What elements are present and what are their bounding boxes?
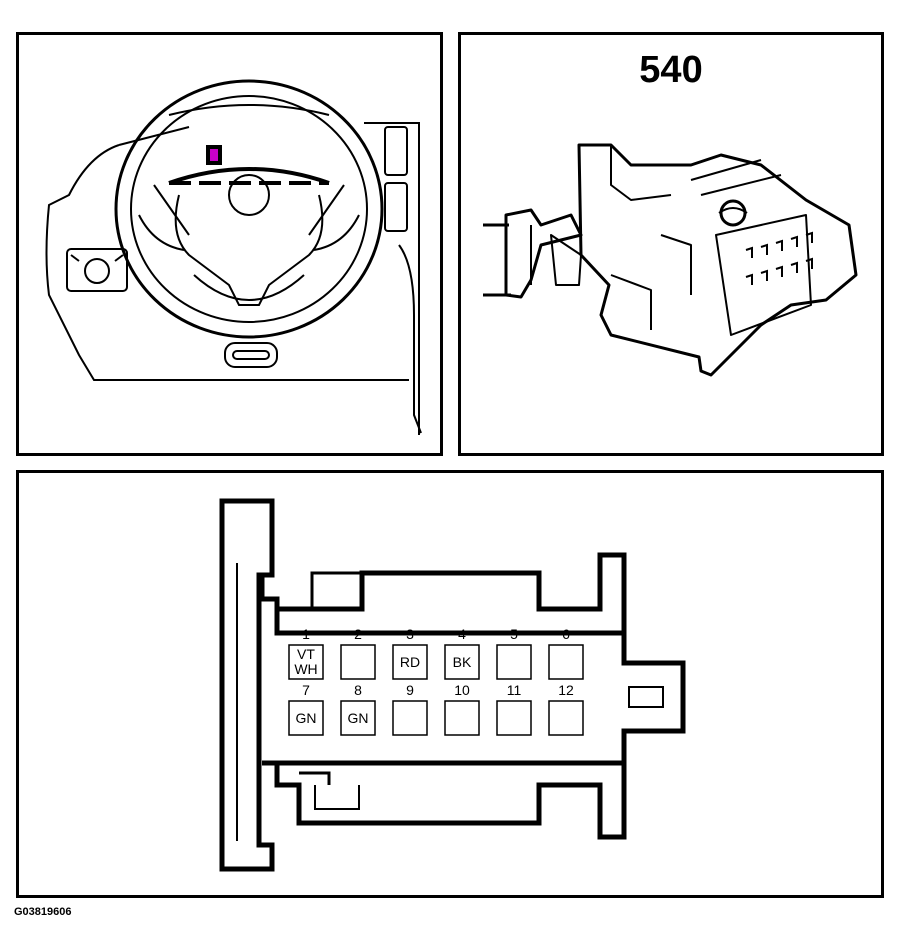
pin-box [288,700,324,736]
connector-number: 540 [639,49,703,91]
dashboard-illustration [45,79,422,435]
pin-cavity-3: 3RD [392,626,428,680]
pin-number: 11 [507,682,522,698]
pin-box [340,700,376,736]
pin-number: 10 [454,682,470,698]
pin-box [548,700,584,736]
pin-box [392,644,428,680]
pin-cavity-8: 8GN [340,682,376,736]
pin-cavity-11: 11 [496,682,532,736]
pin-wire-color: GN [296,710,317,726]
pin-number: 8 [354,682,362,698]
pin-box [496,644,532,680]
pin-box [444,644,480,680]
pin-box [548,644,584,680]
component-highlight [210,149,218,161]
location-view-panel [16,32,443,456]
pin-wire-color: WH [294,661,317,677]
pin-box [496,700,532,736]
figure-id: G03819606 [14,906,72,918]
pin-cavity-5: 5 [496,626,532,680]
connector-view-panel: 540 [458,32,884,456]
connector-illustration [483,143,858,377]
pin-number: 12 [558,682,574,698]
pin-cavity-12: 12 [548,682,584,736]
pin-wire-color: GN [348,710,369,726]
pin-box [392,700,428,736]
pin-number: 4 [458,626,466,642]
pin-number: 6 [562,626,570,642]
pin-cavity-9: 9 [392,682,428,736]
pin-box [288,644,324,680]
pin-cavity-4: 4BK [444,626,480,680]
pin-wire-color: RD [400,654,420,670]
pin-number: 7 [302,682,310,698]
pin-cavity-7: 7GN [288,682,324,736]
pin-number: 3 [406,626,414,642]
pin-number: 5 [510,626,518,642]
pin-number: 9 [406,682,414,698]
pin-cavity-10: 10 [444,682,480,736]
pin-number: 2 [354,626,362,642]
pin-cavity-6: 6 [548,626,584,680]
pin-box [444,700,480,736]
pin-cavity-2: 2 [340,626,376,680]
pin-wire-color: VT [297,646,315,662]
pin-number: 1 [302,626,310,642]
pin-box [340,644,376,680]
pin-wire-color: BK [453,654,472,670]
